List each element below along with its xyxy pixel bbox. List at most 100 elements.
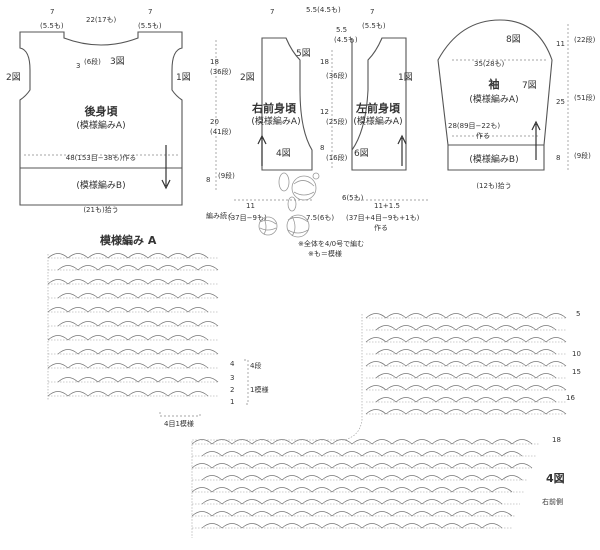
front-mid-h1-sub: (36段) bbox=[326, 71, 348, 80]
fig4-row-16: 16 bbox=[566, 394, 575, 402]
fig4-stitch-row bbox=[366, 349, 566, 355]
fig4-stitch-row bbox=[365, 385, 567, 391]
pattern-a-stitch-row bbox=[48, 293, 219, 299]
pattern-a-row-2: 2 bbox=[230, 386, 234, 394]
fig4-stitch-row bbox=[191, 511, 516, 517]
front-mid-h3: 8 bbox=[320, 144, 324, 152]
front-bottom-11: 11 bbox=[246, 202, 255, 210]
back-fig-right: 1図 bbox=[176, 72, 191, 83]
front-top-mid2: 5.5 bbox=[336, 26, 347, 34]
pattern-a-repeat-bracket bbox=[244, 359, 249, 405]
fig4-stitch-row bbox=[366, 373, 566, 379]
sleeve-piece: 8図 7図 35(28も) 袖 (模様編みA) 28(89目−22も) 作る (… bbox=[437, 19, 596, 190]
sleeve-top: 35(28も) bbox=[474, 60, 505, 68]
fig4-stitch-row bbox=[365, 361, 567, 367]
fig4-stitch-row bbox=[191, 487, 524, 493]
pattern-a-row-4: 4 bbox=[230, 360, 235, 368]
pattern-a-bottom-bracket bbox=[159, 412, 201, 417]
pattern-a-repeat-label2: 1模様 bbox=[250, 385, 268, 394]
back-pattern-a: (模様編みA) bbox=[76, 119, 125, 131]
fig4-row-18: 18 bbox=[552, 436, 561, 444]
front-fig-5: 5図 bbox=[296, 48, 311, 59]
front-top-left: 7 bbox=[270, 8, 274, 16]
front-top-right: 7 bbox=[370, 8, 374, 16]
fig4-stitch-row bbox=[365, 409, 567, 415]
pattern-a-row-3: 3 bbox=[230, 374, 234, 382]
fig4-stitches bbox=[191, 313, 567, 538]
right-front-pattern: (模様編みA) bbox=[251, 115, 300, 127]
right-front-up-arrow bbox=[257, 134, 267, 166]
right-front-title: 右前身頃 bbox=[251, 101, 297, 115]
sleeve-side-25-sub: (51段) bbox=[574, 93, 596, 102]
front-bottom-make: 作る bbox=[374, 223, 388, 232]
back-shoulder-right-sub: (5.5も) bbox=[138, 22, 162, 30]
fig4-label: 4図 bbox=[546, 471, 565, 485]
back-fig-left: 2図 bbox=[6, 72, 21, 83]
pattern-a-row-1: 1 bbox=[230, 398, 234, 406]
fig4-row-10: 10 bbox=[572, 350, 581, 358]
front-top-right-sub: (5.5も) bbox=[362, 22, 386, 30]
yarn-ball-icon bbox=[258, 172, 320, 238]
back-neck-depth-sub: (6段) bbox=[84, 57, 101, 66]
fig4-stitch-row bbox=[192, 475, 528, 481]
pattern-a-stitches bbox=[47, 253, 219, 400]
fig4-stitch-row bbox=[366, 397, 566, 403]
front-mid-h3-sub: (16段) bbox=[326, 153, 348, 162]
front-side-h3-sub: (9段) bbox=[218, 171, 235, 180]
sleeve-side-11: 11 bbox=[556, 40, 565, 48]
fig4-stitch-row bbox=[365, 337, 567, 343]
back-outline bbox=[19, 31, 183, 206]
front-fig-1: 1図 bbox=[398, 72, 413, 83]
pattern-a-chart: 模様編み A 4 3 2 1 4段 1模様 4目1模様 bbox=[47, 233, 268, 428]
fig4-stitch-row bbox=[192, 523, 512, 529]
front-bottom-l: 11+1.5 bbox=[374, 202, 400, 210]
right-front-outline bbox=[261, 37, 313, 171]
back-shoulder-left-sub: (5.5も) bbox=[40, 22, 64, 30]
left-front-outline bbox=[351, 37, 407, 171]
pattern-a-stitch-row bbox=[48, 377, 219, 383]
back-pattern-b: (模様編みB) bbox=[76, 179, 125, 191]
pattern-a-stitch-row bbox=[47, 307, 218, 313]
fig4-row-15: 15 bbox=[572, 368, 581, 376]
front-mid-h2-sub: (25段) bbox=[326, 117, 348, 126]
sleeve-pattern-b: (模様編みB) bbox=[469, 153, 518, 165]
pattern-a-stitch-row bbox=[47, 363, 218, 369]
front-bottom-l2: (37目+4目−9も+1も) bbox=[346, 214, 420, 222]
pattern-a-bottom-label: 4目1模様 bbox=[164, 419, 194, 428]
sleeve-pick: (12も)拾う bbox=[476, 181, 511, 190]
back-piece: 7 (5.5も) 22(17も) 7 (5.5も) 3 (6段) 2図 3図 1… bbox=[6, 8, 191, 214]
pattern-a-stitch-row bbox=[47, 391, 218, 397]
front-side-h2-sub: (41段) bbox=[210, 127, 232, 136]
back-neck-depth: 3 bbox=[76, 62, 80, 70]
left-front-pattern: (模様編みA) bbox=[353, 115, 402, 127]
fig4-sub: 右前側 bbox=[542, 497, 563, 506]
sleeve-title: 袖 bbox=[489, 77, 500, 91]
fig4-stitch-row bbox=[191, 439, 540, 445]
pattern-a-stitch-row bbox=[47, 253, 218, 259]
pattern-a-stitch-row bbox=[48, 265, 219, 271]
back-title: 後身頃 bbox=[85, 104, 119, 118]
sleeve-side-11-sub: (22段) bbox=[574, 35, 596, 44]
pattern-a-stitch-row bbox=[48, 321, 219, 327]
sleeve-side-25: 25 bbox=[556, 98, 565, 106]
front-yarn-note: ※全体を4/0号で編む bbox=[298, 239, 364, 248]
back-shoulder-right: 7 bbox=[148, 8, 152, 16]
fig4-stitch-row bbox=[365, 313, 567, 319]
fig4-stitch-row bbox=[192, 499, 520, 505]
sleeve-fig-8: 8図 bbox=[506, 34, 521, 45]
pattern-a-stitch-row bbox=[47, 279, 218, 285]
sleeve-side-8-sub: (9段) bbox=[574, 151, 591, 160]
sleeve-side-8: 8 bbox=[556, 154, 560, 162]
front-bottom-6: 6(5も) bbox=[342, 194, 364, 202]
front-pieces: 7 5.5(4.5も) 7 5.5 (4.5も) (5.5も) 2図 5図 1図… bbox=[206, 6, 430, 258]
fig4-stitch-row bbox=[192, 451, 536, 457]
fig4-chart: 5 10 15 16 18 4図 右前側 bbox=[191, 310, 581, 538]
sleeve-rows-note: 28(89目−22も) bbox=[448, 122, 500, 130]
back-fig-neck: 3図 bbox=[110, 56, 125, 67]
front-top-mid2-sub: (4.5も) bbox=[334, 36, 358, 44]
front-side-h1-sub: (36段) bbox=[210, 67, 232, 76]
left-front-title: 左前身頃 bbox=[355, 101, 401, 115]
front-bottom-mid: 7.5(6も) bbox=[306, 214, 334, 222]
back-rows-note: 48(153目−38も)作る bbox=[66, 153, 137, 162]
pattern-a-title: 模様編み A bbox=[100, 233, 157, 247]
